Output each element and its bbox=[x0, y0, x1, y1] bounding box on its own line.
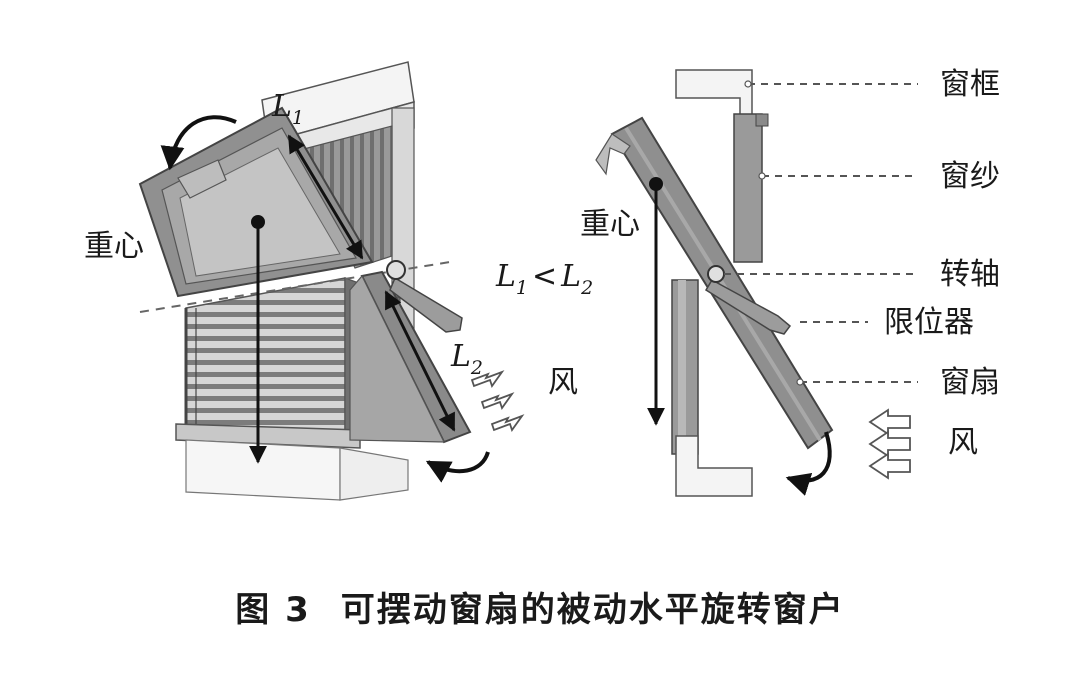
limiter-label: 限位器 bbox=[884, 305, 974, 340]
right-rotation-arrow bbox=[785, 431, 832, 496]
l1-label: L1 bbox=[271, 89, 304, 129]
l2-dimension-arrow bbox=[384, 290, 456, 432]
left-wind-label: 风 bbox=[548, 365, 578, 400]
upper-handle bbox=[177, 159, 227, 199]
right-screen bbox=[733, 113, 763, 263]
right-bottom-frame bbox=[675, 435, 753, 497]
right-wind-label: 风 bbox=[948, 425, 978, 460]
right-pivot bbox=[707, 265, 725, 283]
frame-label: 窗框 bbox=[940, 67, 1000, 102]
figure-caption: 图 3 可摆动窗扇的被动水平旋转窗户 bbox=[0, 582, 1080, 631]
figure-title: 可摆动窗扇的被动水平旋转窗户 bbox=[340, 590, 845, 630]
screen-label: 窗纱 bbox=[940, 159, 1000, 194]
right-limiter bbox=[704, 278, 792, 335]
l1-dimension-arrow bbox=[287, 134, 364, 260]
left-gravity-label: 重心 bbox=[84, 229, 144, 264]
right-wind-arrows bbox=[868, 408, 911, 480]
pivot-label: 转轴 bbox=[940, 257, 1000, 292]
l2-label: L2 bbox=[450, 339, 483, 379]
left-pivot bbox=[386, 260, 406, 280]
figure-number: 图 3 bbox=[235, 590, 311, 630]
left-rotation-arrow-bottom bbox=[425, 451, 490, 483]
right-handle bbox=[595, 133, 631, 176]
right-section-view: 重心 窗框 窗纱 转轴 限位器 窗扇 风 bbox=[580, 67, 1000, 497]
window-diagram: 重心 L1 L2 L1<L2 风 bbox=[84, 61, 1000, 501]
left-wind-arrows bbox=[470, 370, 525, 432]
lower-screen bbox=[185, 277, 346, 441]
sash-label: 窗扇 bbox=[940, 365, 1000, 400]
left-rotation-arrow-top bbox=[160, 115, 237, 171]
right-leader-lines bbox=[724, 83, 918, 383]
inequality-label: L1<L2 bbox=[495, 259, 593, 299]
right-gravity-label: 重心 bbox=[580, 207, 640, 242]
left-3d-view: 重心 L1 L2 L1<L2 风 bbox=[84, 61, 593, 501]
